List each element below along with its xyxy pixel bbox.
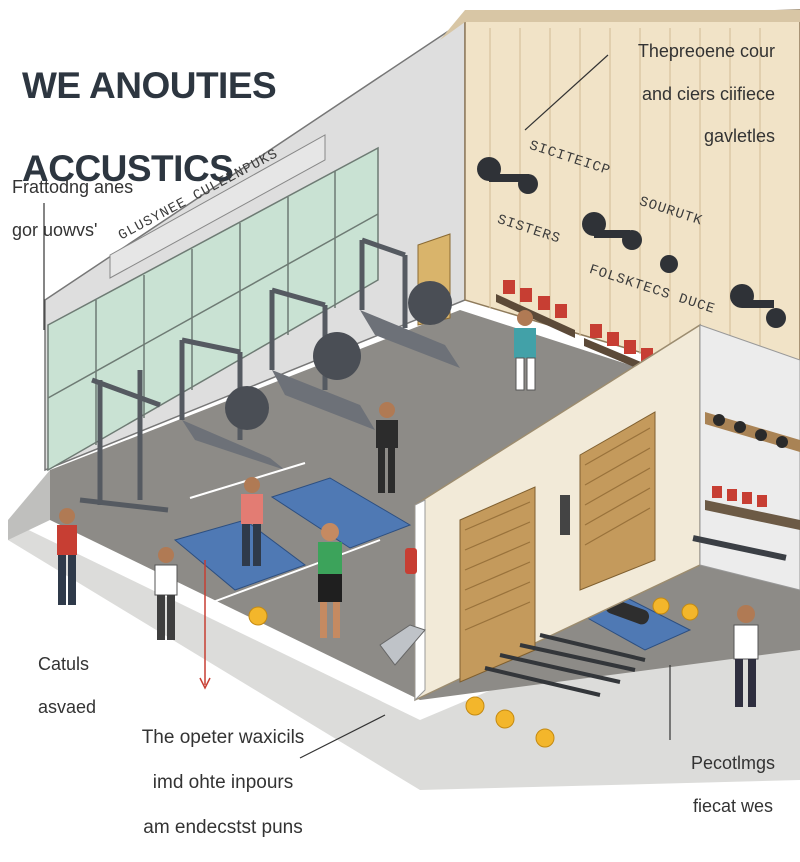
callout-bottom-right-line-2: fiecat wes [692,795,774,816]
floor-base [8,520,800,790]
gym-illustration [8,9,800,790]
window-banner-strip [109,134,326,279]
door-slats [464,427,651,631]
medicine-balls [248,597,699,748]
side-rack-weights [712,486,767,507]
door-control-panel [560,495,570,535]
callout-left-lower-line-2: asvaed [38,696,97,717]
person-right [733,605,759,707]
callout-bottom-center-line-2: imd ohte inpours [152,772,294,794]
dumbbell-rack-left [496,280,575,338]
callout-bottom-center-line-1: The opeter waxicils [141,727,305,749]
squat-rack [79,370,169,513]
pointer-line-top [524,54,609,131]
red-kettle [405,548,417,574]
page-title: WE ANOUTIES ACCUSTICS [22,24,277,231]
callout-left-upper: Frattodng anes gor uowvs' [12,156,133,262]
callout-left-upper-line-1: Frattodng anes [12,177,134,198]
floor-dumbbells [484,633,646,697]
title-line-2: ACCUSTICS [22,148,234,190]
window-mullions [47,171,379,445]
title-line-1: WE ANOUTIES [22,65,277,107]
callout-bottom-right: Pecotlmgs fiecat wes [673,732,793,838]
window-glass [47,146,379,472]
pointer-arrow-head [199,677,211,690]
callout-left-lower: Catuls asvaed [38,633,96,739]
person-teal [514,310,536,391]
callout-top-right-line-2: and ciers ciifiece [641,83,775,104]
callout-bottom-center-line-3: am endecstst puns [143,817,303,839]
partition-edge [414,499,426,702]
person-red-mat [241,477,263,566]
person-black-center [376,402,398,493]
person-green [318,523,342,638]
callout-top-right-line-1: Thepreoene cour [637,41,775,62]
callout-top-right: Thepreoene cour and ciers ciifiece gavle… [620,20,775,169]
side-rack [705,500,800,530]
person-red-left [57,508,77,605]
pointer-line-bottom [299,714,386,759]
callout-left-lower-line-1: Catuls [38,654,90,675]
wall-dumbbells [477,157,786,328]
mat-left [173,519,307,591]
wood-slats [489,28,761,390]
step-box [379,624,426,666]
treadmill-decks [182,310,460,470]
wall-cap [440,10,800,40]
callout-top-right-line-3: gavletles [703,126,775,147]
weight-plates [225,281,452,430]
callout-bottom-center: The opeter waxicils imd ohte inpours am … [92,705,354,862]
person-white-left [154,547,178,640]
callout-bottom-right-line-1: Pecotlmgs [690,753,776,774]
callout-left-upper-line-2: gor uowvs' [12,219,98,240]
shelf-kettlebells [713,414,788,448]
barbell [692,535,787,561]
floor-left-edge [8,470,50,540]
